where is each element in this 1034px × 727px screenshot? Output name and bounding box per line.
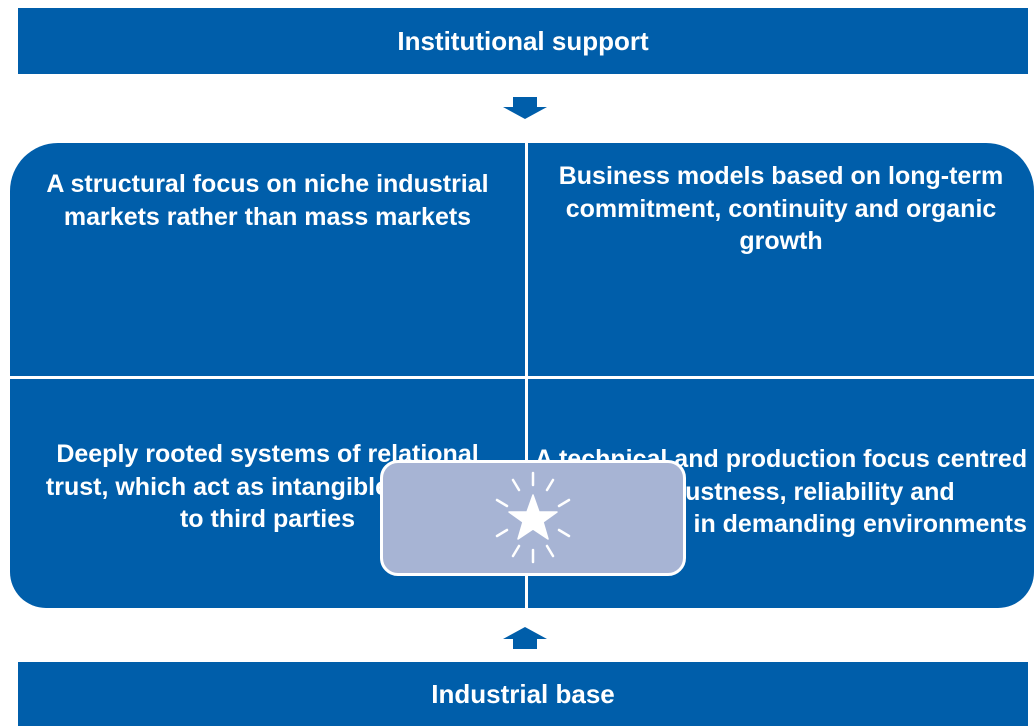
quadrant-business-models: Business models based on long-term commi… xyxy=(528,143,1034,376)
quadrant-business-models-text: Business models based on long-term commi… xyxy=(558,162,1004,255)
industrial-base-banner: Industrial base xyxy=(18,662,1028,726)
industrial-base-label: Industrial base xyxy=(431,678,615,709)
institutional-support-label: Institutional support xyxy=(397,25,649,56)
institutional-support-banner: Institutional support xyxy=(18,8,1028,74)
quadrant-niche-markets-text: A structural focus on niche industrial m… xyxy=(46,170,489,231)
center-star-box xyxy=(380,460,686,576)
arrow-down-icon xyxy=(503,97,547,119)
quadrant-niche-markets: A structural focus on niche industrial m… xyxy=(10,143,525,376)
four-quadrant-grid: A structural focus on niche industrial m… xyxy=(10,143,1034,608)
arrow-up-icon xyxy=(503,627,547,649)
sparkle-star-icon xyxy=(495,471,571,564)
